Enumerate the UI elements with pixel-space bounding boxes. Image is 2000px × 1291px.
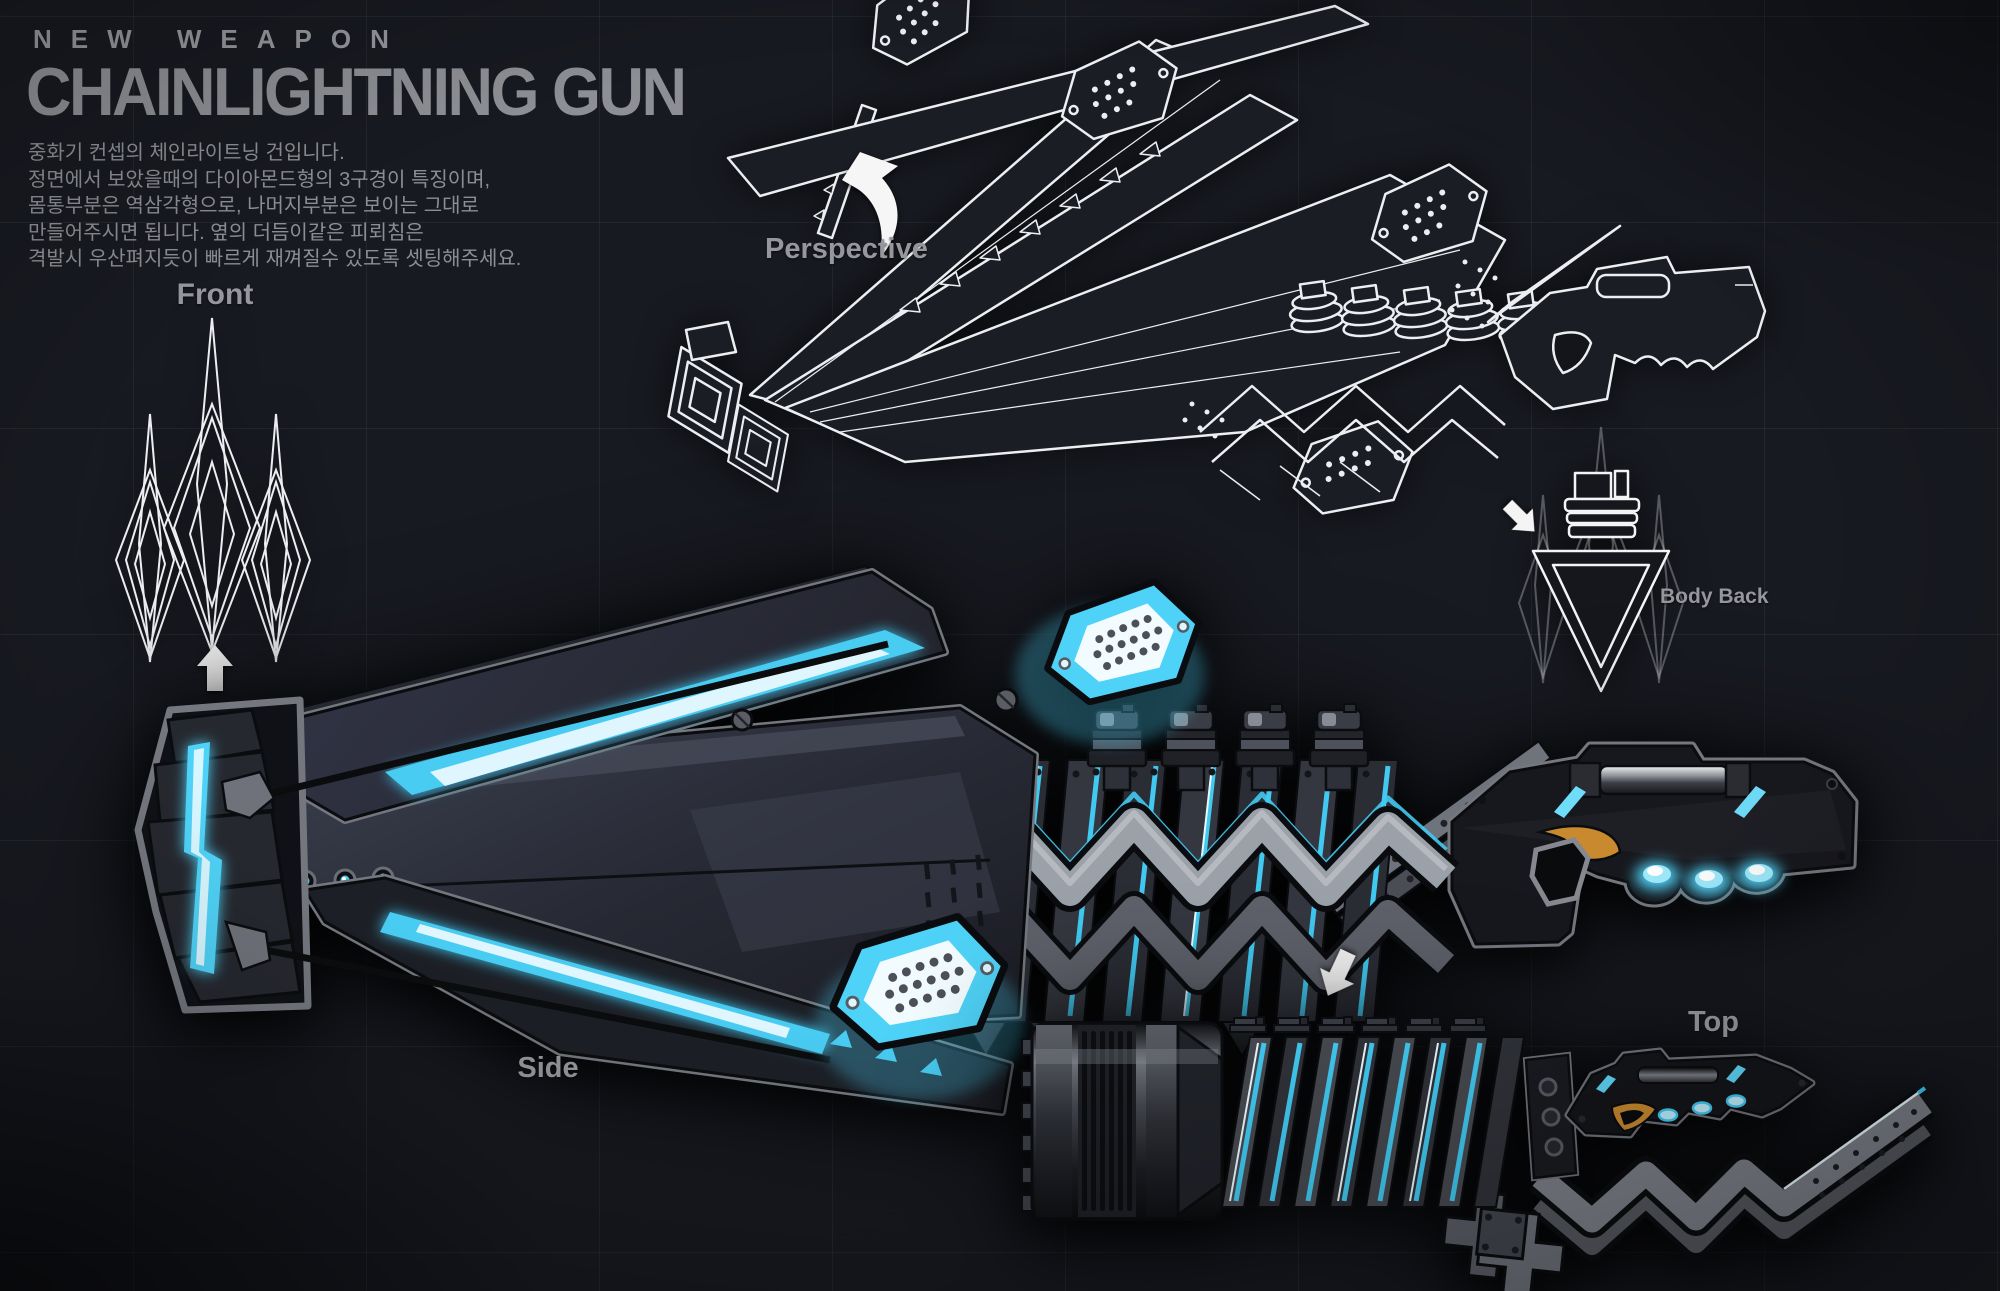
side-emitter-top	[1015, 576, 1210, 745]
label-side-view: Side	[517, 1052, 579, 1084]
label-body-back-view: Body Back	[1660, 585, 1769, 608]
side-nose	[134, 696, 312, 1014]
label-front-view: Front	[176, 278, 254, 311]
description-block: 중화기 컨셉의 체인라이트닝 건입니다. 정면에서 보았을때의 다이아몬드형의 …	[28, 140, 668, 273]
top-view-drawing	[1021, 1016, 1935, 1291]
perspective-stock	[1498, 255, 1767, 411]
top-cap-row	[1229, 1016, 1487, 1033]
top-slats	[1220, 1036, 1526, 1208]
description-line: 정면에서 보았을때의 다이아몬드형의 3구경이 특징이며,	[28, 168, 491, 191]
kicker-text: NEW WEAPON	[33, 24, 408, 54]
label-perspective-view: Perspective	[765, 233, 928, 265]
top-barrel-cylinder	[1021, 1021, 1224, 1221]
description-line: 만들어주시면 됩니다. 옆의 더듬이같은 피뢰침은	[28, 221, 424, 244]
perspective-muzzle	[667, 320, 789, 493]
page-title: CHAINLIGHTNING GUN	[26, 55, 687, 130]
description-line: 중화기 컨셉의 체인라이트닝 건입니다.	[28, 142, 345, 164]
description-line: 몸통부분은 역삼각형으로, 나머지부분은 보이는 그대로	[28, 195, 479, 217]
description-line: 격발시 우산펴지듯이 빠르게 재껴질수 있도록 셋팅해주세요.	[28, 248, 522, 270]
side-stock	[1447, 741, 1859, 949]
top-stock	[1564, 1047, 1816, 1139]
label-top-view: Top	[1688, 1006, 1739, 1038]
